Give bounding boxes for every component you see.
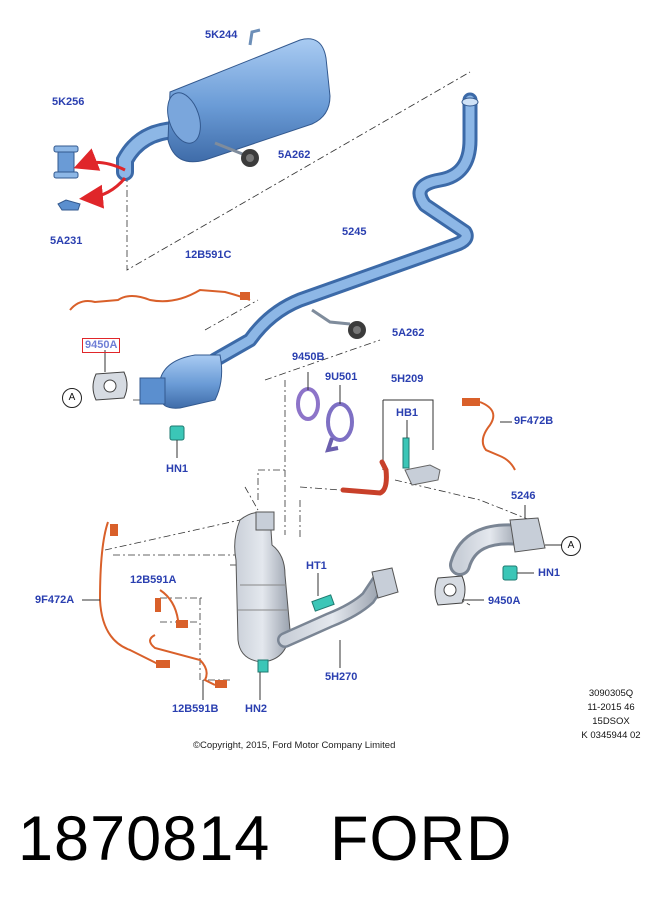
reference-line-3: 15DSOX bbox=[592, 716, 630, 727]
label-nut-left: HN1 bbox=[166, 463, 189, 475]
muffler-shape bbox=[116, 28, 331, 181]
label-nut-right: HN1 bbox=[538, 567, 561, 579]
o2-sensor-left-shape bbox=[82, 521, 227, 700]
label-bracket-assembly: 5H209 bbox=[391, 373, 424, 385]
mid-pipe-shape bbox=[139, 92, 479, 409]
exhaust-diagram bbox=[53, 28, 562, 700]
sensor-plug-top bbox=[240, 292, 250, 300]
copyright-notice: ©Copyright, 2015, Ford Motor Company Lim… bbox=[193, 740, 396, 751]
label-sensor-wire-b: 12B591B bbox=[172, 703, 219, 715]
reference-line-1: 3090305Q bbox=[588, 688, 634, 699]
clamp-band-shape bbox=[325, 385, 354, 453]
sensor-wire-top bbox=[69, 288, 251, 311]
label-sensor-wire-top: 12B591C bbox=[185, 249, 232, 261]
reference-block: 3090305Q 11-2015 46 15DSOX K 0345944 02 bbox=[566, 687, 654, 743]
label-hanger-mid: 5A262 bbox=[392, 327, 425, 339]
label-gasket-top: 9450A bbox=[82, 338, 121, 353]
label-gasket-ring: 9450B bbox=[292, 351, 325, 363]
reference-line-2: 11-2015 46 bbox=[587, 702, 635, 713]
label-o2-sensor-left: 9F472A bbox=[35, 594, 75, 606]
label-mid-pipe: 5245 bbox=[342, 226, 367, 238]
label-bracket: 5A231 bbox=[50, 235, 83, 247]
cat-converter-shape bbox=[234, 511, 399, 700]
pipe-right-shape bbox=[434, 505, 562, 606]
connector-a-left: A bbox=[62, 388, 82, 408]
gasket-ring-shape bbox=[296, 372, 320, 421]
label-o2-sensor-right: 9F472B bbox=[514, 415, 554, 427]
label-nut-bottom: HN2 bbox=[245, 703, 268, 715]
connector-a-right: A bbox=[561, 536, 581, 556]
gasket-top bbox=[92, 350, 128, 401]
reference-line-4: K 0345944 02 bbox=[581, 730, 641, 741]
label-clamp-band: 9U501 bbox=[325, 371, 358, 383]
nut-left-shape bbox=[169, 425, 185, 458]
dashed-guide-lines bbox=[104, 71, 531, 681]
label-muffler: 5K244 bbox=[205, 29, 238, 41]
o2-sensor-right-shape bbox=[462, 398, 516, 471]
label-pipe-right: 5246 bbox=[511, 490, 536, 502]
label-temp-sensor: HT1 bbox=[306, 560, 327, 572]
label-hanger-top: 5A262 bbox=[278, 149, 311, 161]
clamp-and-bracket bbox=[53, 145, 127, 211]
label-gasket-right: 9450A bbox=[488, 595, 521, 607]
label-bolt: HB1 bbox=[396, 407, 419, 419]
bracket-assembly-shape bbox=[340, 399, 441, 496]
label-sensor-wire-a: 12B591A bbox=[130, 574, 177, 586]
footer-brand: FORD bbox=[330, 804, 513, 874]
label-clamp-top: 5K256 bbox=[52, 96, 85, 108]
label-cat-converter: 5H270 bbox=[325, 671, 358, 683]
footer-part-number: 1870814 bbox=[18, 804, 271, 874]
